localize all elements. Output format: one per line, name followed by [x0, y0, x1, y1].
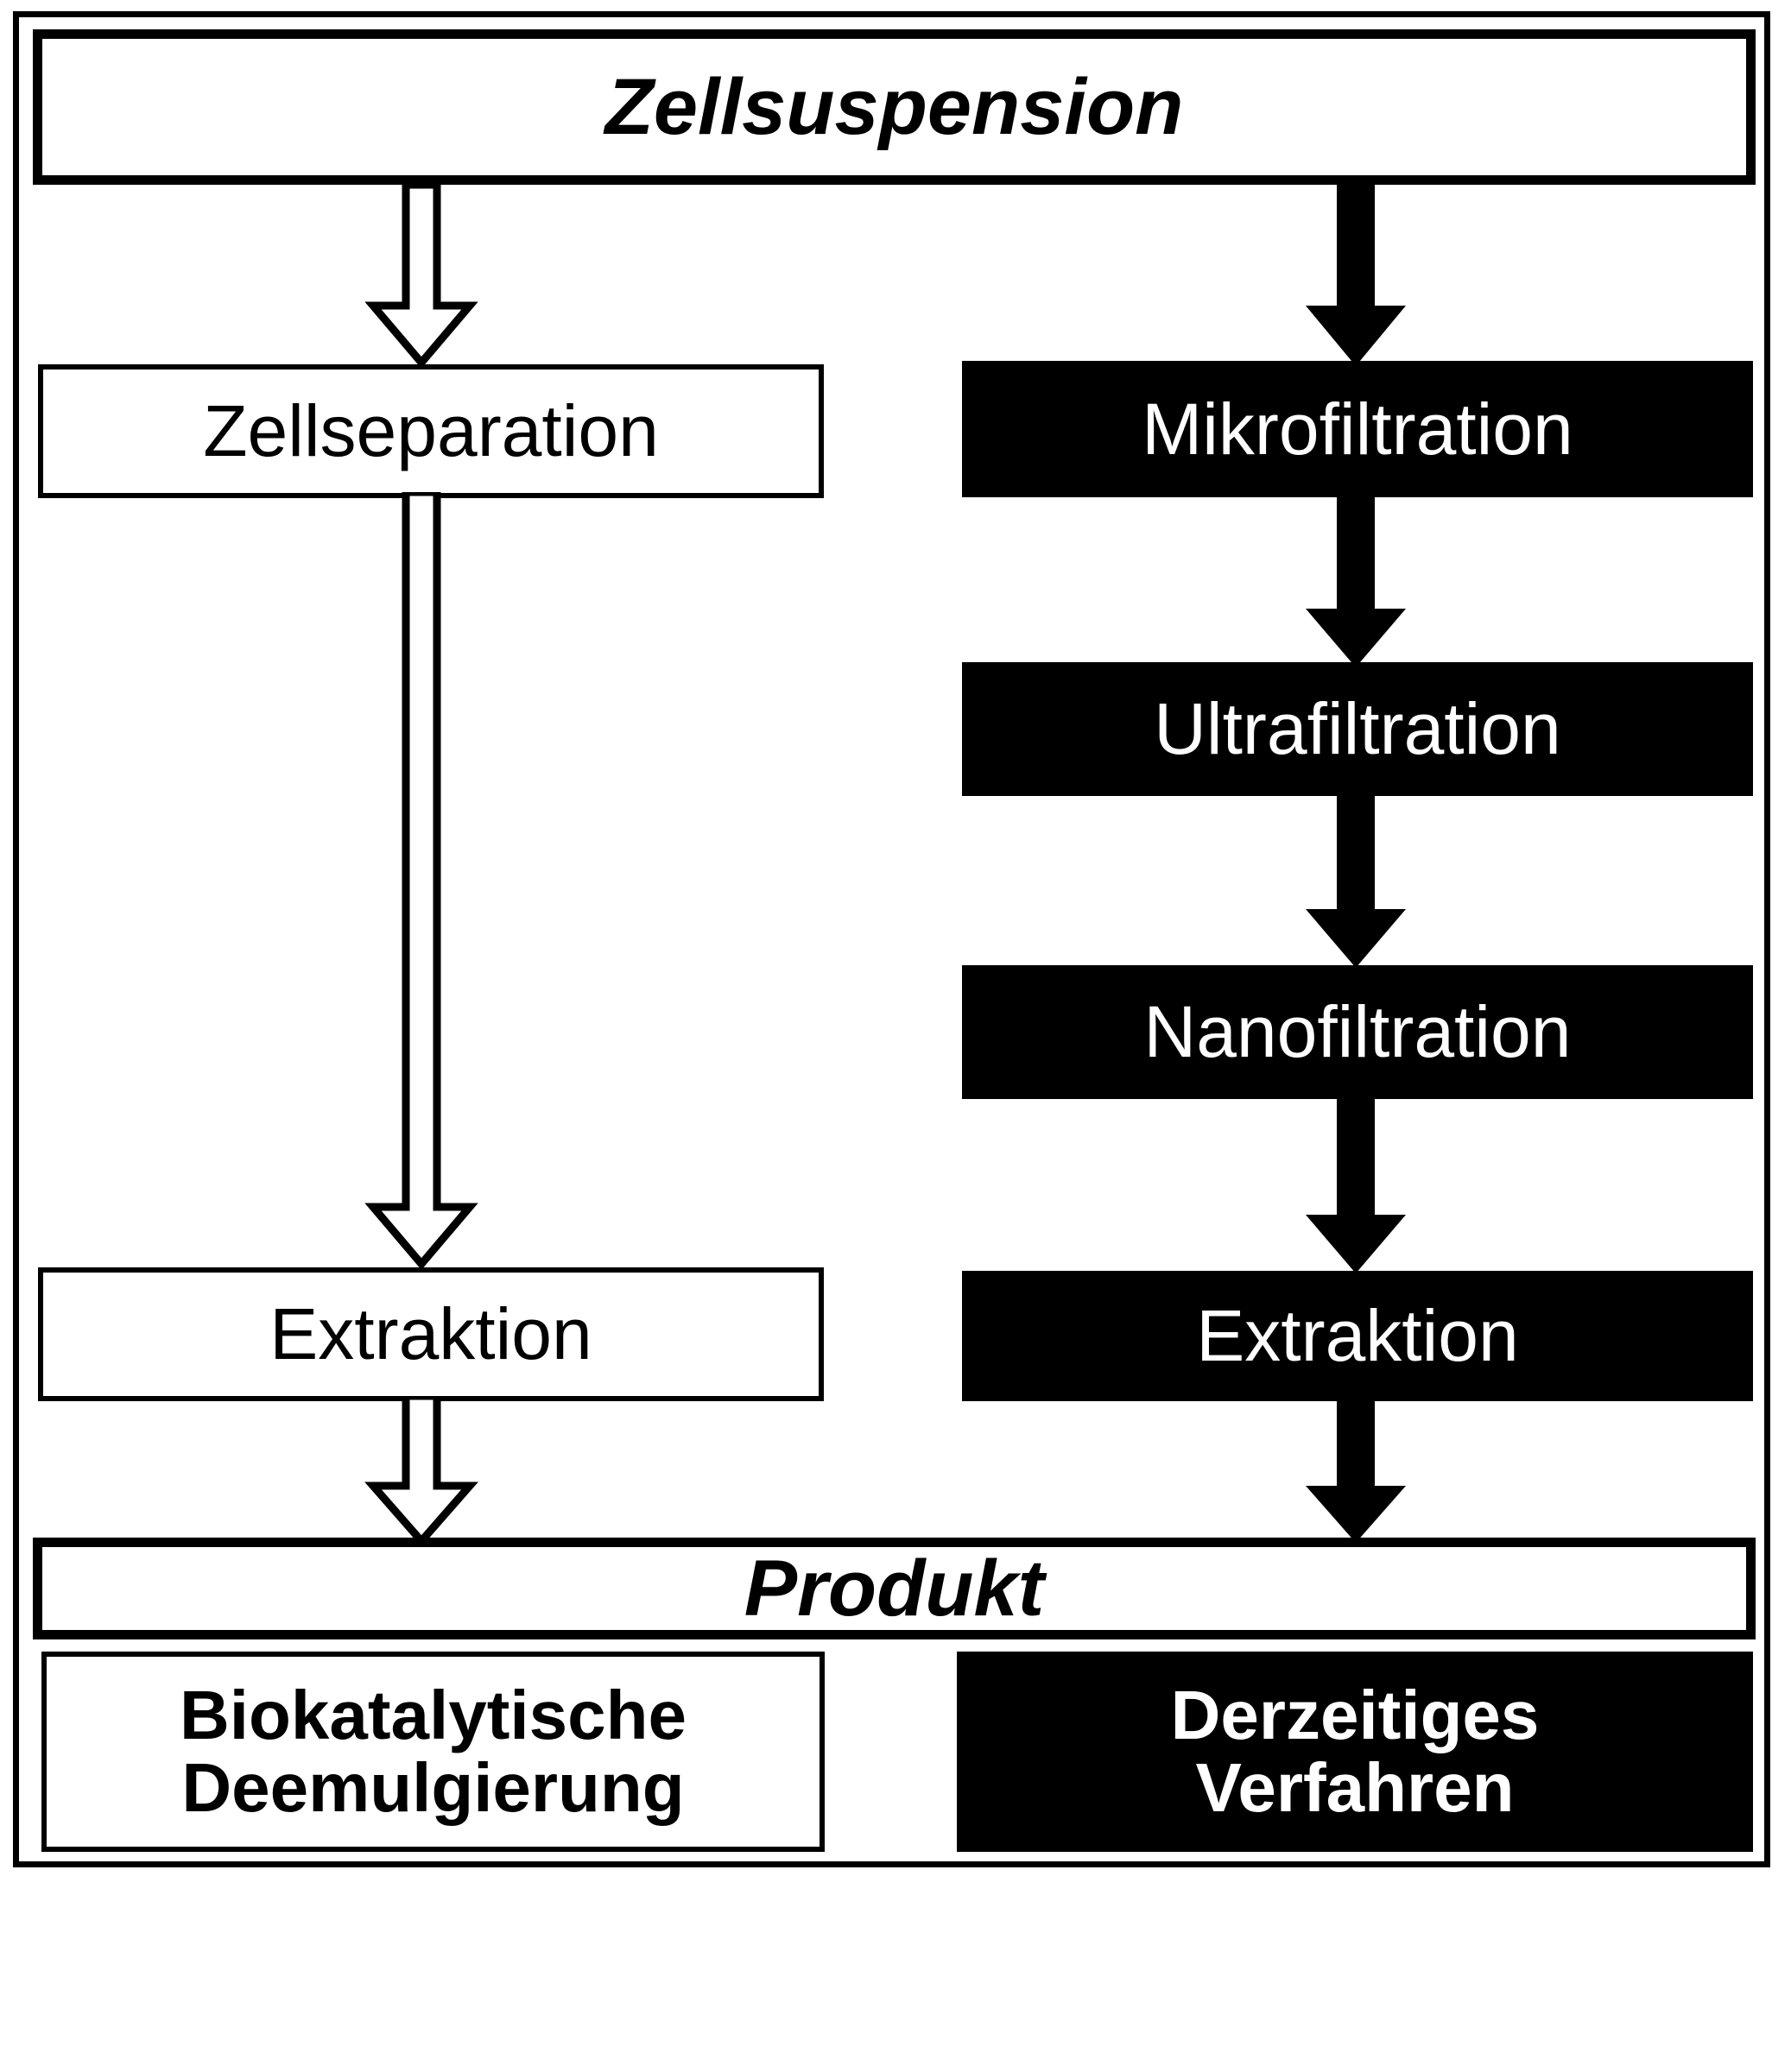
node-extraktion-right-label: Extraktion	[1196, 1295, 1519, 1377]
node-zellseparation: Zellseparation	[38, 364, 824, 498]
node-nanofiltration: Nanofiltration	[962, 965, 1753, 1099]
node-mikrofiltration: Mikrofiltration	[962, 361, 1753, 497]
node-zellseparation-label: Zellseparation	[203, 390, 659, 472]
node-extraktion-left-label: Extraktion	[269, 1293, 592, 1375]
solid-down-arrow-to-ultrafiltration	[1295, 492, 1416, 669]
hollow-down-arrow-to-extraktion-left	[361, 492, 482, 1269]
legend-item-derzeitiges-line1: Derzeitiges	[1170, 1677, 1540, 1753]
node-zellsuspension: Zellsuspension	[33, 29, 1756, 185]
node-produkt: Produkt	[33, 1538, 1756, 1639]
node-produkt-label: Produkt	[744, 1544, 1045, 1633]
legend-item-derzeitiges-verfahren: Derzeitiges Verfahren	[957, 1652, 1753, 1852]
node-extraktion-left: Extraktion	[38, 1267, 824, 1401]
node-ultrafiltration-label: Ultrafiltration	[1154, 688, 1561, 770]
legend-item-biokatalytische-line1: Biokatalytische	[180, 1677, 687, 1753]
node-zellsuspension-label: Zellsuspension	[604, 62, 1184, 151]
node-mikrofiltration-label: Mikrofiltration	[1142, 388, 1573, 470]
solid-down-arrow-to-extraktion-right	[1295, 1096, 1416, 1275]
node-extraktion-right: Extraktion	[962, 1271, 1753, 1401]
node-ultrafiltration: Ultrafiltration	[962, 662, 1753, 796]
legend-item-biokatalytische-line2: Deemulgierung	[181, 1749, 685, 1826]
hollow-down-arrow-to-zellseparation	[361, 185, 482, 368]
legend-item-derzeitiges-line2: Verfahren	[1195, 1749, 1515, 1826]
solid-down-arrow-to-mikrofiltration	[1295, 185, 1416, 368]
solid-down-arrow-to-produkt-right	[1295, 1396, 1416, 1545]
node-nanofiltration-label: Nanofiltration	[1143, 991, 1572, 1073]
legend-item-biokatalytische-deemulgierung: Biokatalytische Deemulgierung	[41, 1652, 825, 1852]
hollow-down-arrow-to-produkt-left	[361, 1396, 482, 1545]
solid-down-arrow-to-nanofiltration	[1295, 793, 1416, 970]
